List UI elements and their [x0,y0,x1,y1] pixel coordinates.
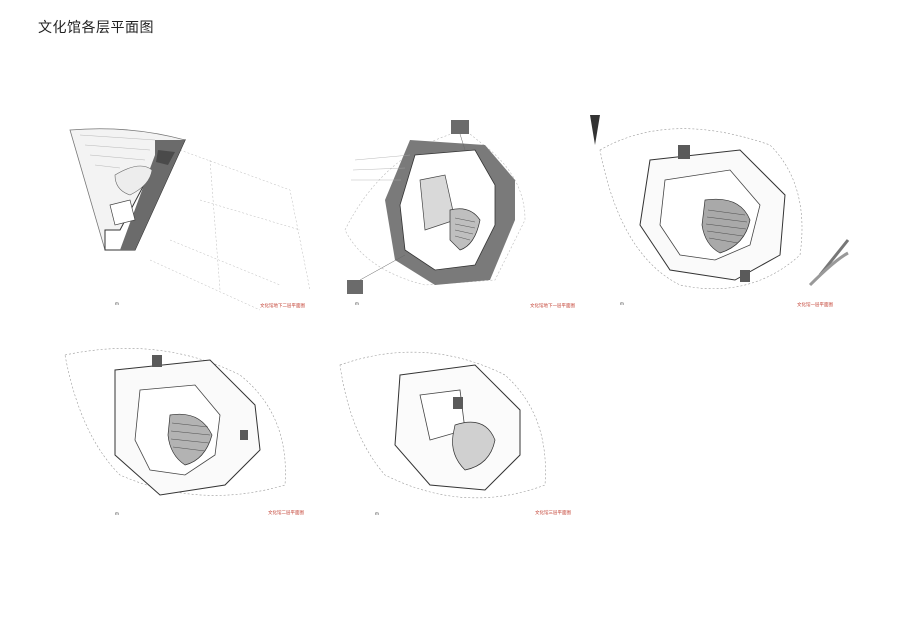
plan-f3: m 文化馆三层平面图 [335,335,585,525]
svg-text:m: m [115,301,119,306]
plan-f1: m 文化馆一层平面图 [590,105,850,320]
plan-f2: m 文化馆二层平面图 [60,335,320,525]
plan-b1-label: 文化馆地下一层平面图 [530,304,575,309]
north-arrow-icon [590,115,600,145]
sheet-title: 文化馆各层平面图 [38,20,154,36]
plan-b2-drawing: m [69,128,311,311]
plan-f2-drawing: m [64,348,286,516]
plan-f2-label: 文化馆二层平面图 [268,511,304,516]
plan-f3-label: 文化馆三层平面图 [535,511,571,516]
plan-f1-label: 文化馆一层平面图 [797,303,833,308]
plan-b2-label: 文化馆地下二层平面图 [260,304,305,309]
plan-b2: m 文化馆地下二层平面图 [60,110,320,320]
svg-text:m: m [355,301,359,306]
plan-f3-drawing: m [339,351,546,516]
svg-text:m: m [375,511,379,516]
svg-text:m: m [620,301,624,306]
plan-b1-drawing: m [344,120,526,306]
svg-text:m: m [115,511,119,516]
plan-b1: m 文化馆地下一层平面图 [325,110,575,320]
plan-f1-drawing: m [590,115,850,306]
